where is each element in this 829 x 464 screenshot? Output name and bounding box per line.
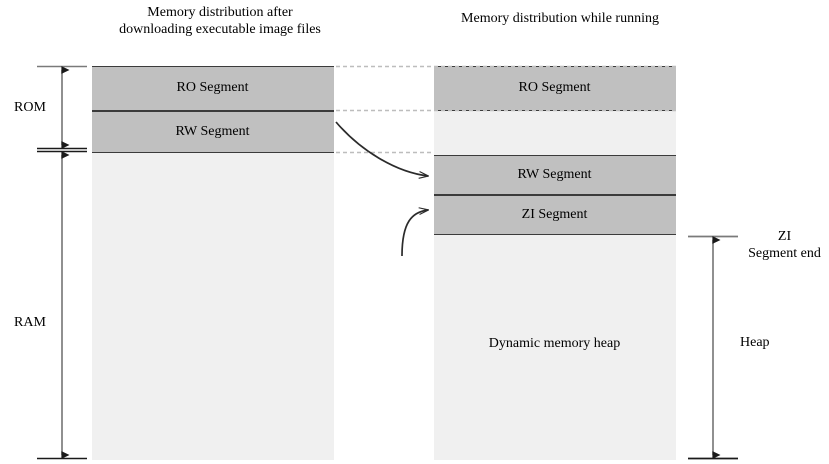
- right-diagram-title: Memory distribution while running: [461, 11, 659, 26]
- right-memory-block: RO Segment RW Segment ZI Segment Dynamic…: [433, 65, 676, 460]
- left-memory-block: RO Segment RW Segment: [91, 65, 334, 460]
- left-segment-free: [91, 152, 334, 460]
- arrow-zi-creation: [401, 210, 428, 257]
- right-segment-ro-label: RO Segment: [518, 80, 591, 95]
- right-segment-gap: [433, 110, 676, 155]
- left-segment-rw: RW Segment: [91, 110, 334, 153]
- bracket-heap: [688, 235, 738, 460]
- bracket-label-ram: RAM: [14, 315, 46, 330]
- annotation-label-heap: Heap: [740, 335, 770, 350]
- right-segment-heap: Dynamic memory heap: [433, 234, 676, 460]
- left-diagram-title: Memory distribution after downloading ex…: [119, 5, 321, 37]
- arrow-rw-relocation: [335, 121, 428, 176]
- annotation-label-zi-segment-end: ZI Segment end: [748, 229, 821, 261]
- bracket-ram: [37, 150, 87, 460]
- left-segment-rw-label: RW Segment: [175, 123, 250, 139]
- right-segment-zi-label: ZI Segment: [521, 206, 588, 222]
- right-segment-ro: RO Segment: [433, 65, 676, 111]
- right-segment-zi: ZI Segment: [433, 194, 676, 235]
- right-segment-rw-label: RW Segment: [517, 166, 592, 182]
- right-segment-rw: RW Segment: [433, 154, 676, 195]
- bracket-label-rom: ROM: [14, 100, 46, 115]
- left-segment-ro: RO Segment: [91, 65, 334, 111]
- right-segment-heap-label: Dynamic memory heap: [488, 335, 621, 351]
- left-segment-ro-label: RO Segment: [176, 80, 249, 95]
